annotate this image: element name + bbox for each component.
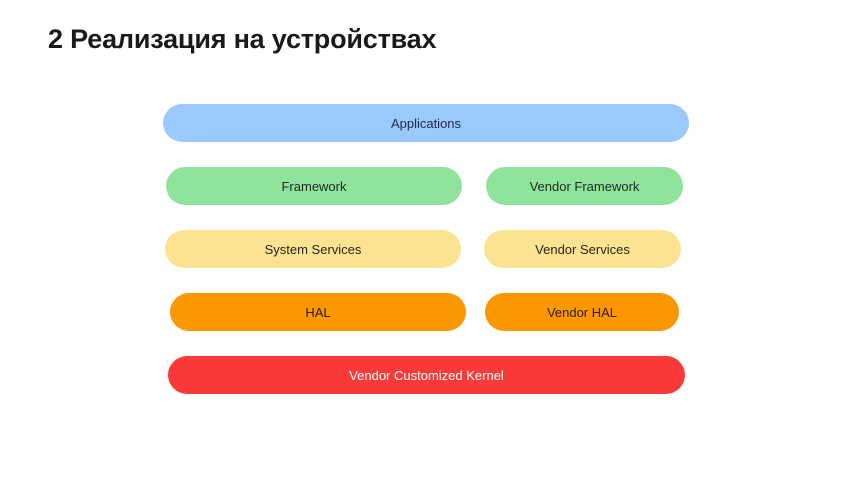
stack-block-vendor-services[interactable]: Vendor Services bbox=[484, 230, 681, 268]
stack-block-system-services[interactable]: System Services bbox=[165, 230, 461, 268]
stack-row-framework: Framework Vendor Framework bbox=[0, 167, 850, 205]
architecture-stack-diagram: Applications Framework Vendor Framework … bbox=[0, 104, 850, 419]
stack-block-framework[interactable]: Framework bbox=[166, 167, 462, 205]
stack-block-vendor-customized-kernel[interactable]: Vendor Customized Kernel bbox=[168, 356, 685, 394]
stack-block-hal[interactable]: HAL bbox=[170, 293, 466, 331]
stack-block-applications[interactable]: Applications bbox=[163, 104, 689, 142]
stack-row-services: System Services Vendor Services bbox=[0, 230, 850, 268]
stack-row-hal: HAL Vendor HAL bbox=[0, 293, 850, 331]
stack-block-vendor-framework[interactable]: Vendor Framework bbox=[486, 167, 683, 205]
stack-block-vendor-hal[interactable]: Vendor HAL bbox=[485, 293, 679, 331]
page-title: 2 Реализация на устройствах bbox=[48, 24, 437, 54]
stack-row-applications: Applications bbox=[0, 104, 850, 142]
stack-row-kernel: Vendor Customized Kernel bbox=[0, 356, 850, 394]
